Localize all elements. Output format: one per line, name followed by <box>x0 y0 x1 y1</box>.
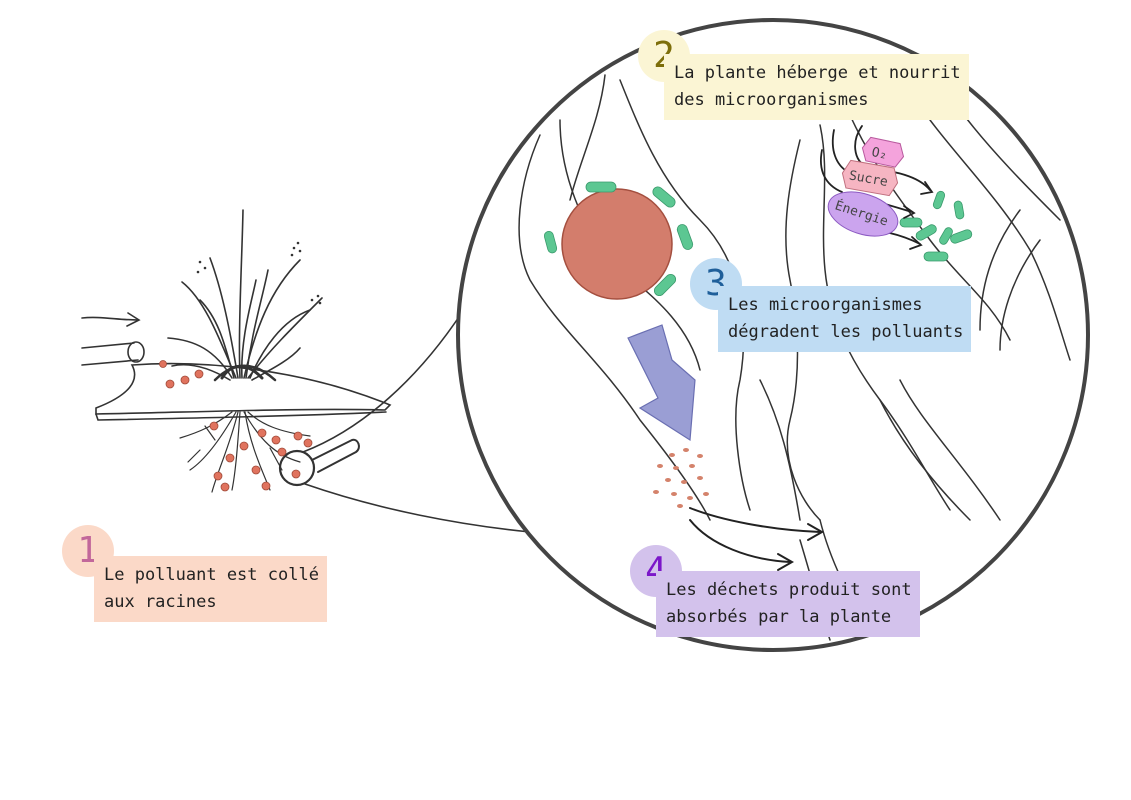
pollutant-dots <box>159 360 313 492</box>
step-2-label: La plante héberge et nourrit des microor… <box>664 54 969 120</box>
inflow-pipe <box>81 342 139 366</box>
step-4-label: Les déchets produit sont absorbés par la… <box>656 571 920 637</box>
step-2-line-2: des microorganismes <box>674 90 869 110</box>
oxygen-tag: O₂ <box>861 136 905 168</box>
energy-tag: Énergie <box>827 191 899 237</box>
soil-slab <box>95 362 392 415</box>
magnifier <box>278 449 316 487</box>
microbes <box>543 181 973 297</box>
sugar-tag: Sucre <box>841 159 899 197</box>
step-2-line-1: La plante héberge et nourrit <box>674 63 961 83</box>
absorb-arrow-2 <box>689 519 791 563</box>
step-3-line-1: Les microorganismes <box>728 295 923 315</box>
step-4-line-1: Les déchets produit sont <box>666 580 912 600</box>
grass-tuft <box>167 209 323 382</box>
step-4-line-2: absorbés par la plante <box>666 607 892 627</box>
zoom-line-top <box>302 299 471 453</box>
absorb-arrow-1 <box>689 507 821 533</box>
step-1-label: Le polluant est collé aux racines <box>94 556 327 622</box>
pollutant-particle <box>561 188 673 300</box>
step-3-line-2: dégradent les polluants <box>728 322 964 342</box>
zoom-line-bottom <box>304 483 531 533</box>
flow-arrow <box>81 316 139 321</box>
degradation-arrow <box>627 324 696 442</box>
sugar-tag-label: Sucre <box>848 168 889 190</box>
step-1-line-2: aux racines <box>104 592 217 612</box>
step-3-label: Les microorganismes dégradent les pollua… <box>718 286 972 352</box>
plant-scene <box>81 209 531 533</box>
waste-dots <box>653 448 709 508</box>
step-1-line-1: Le polluant est collé <box>104 565 319 585</box>
oxygen-tag-label: O₂ <box>870 145 888 163</box>
